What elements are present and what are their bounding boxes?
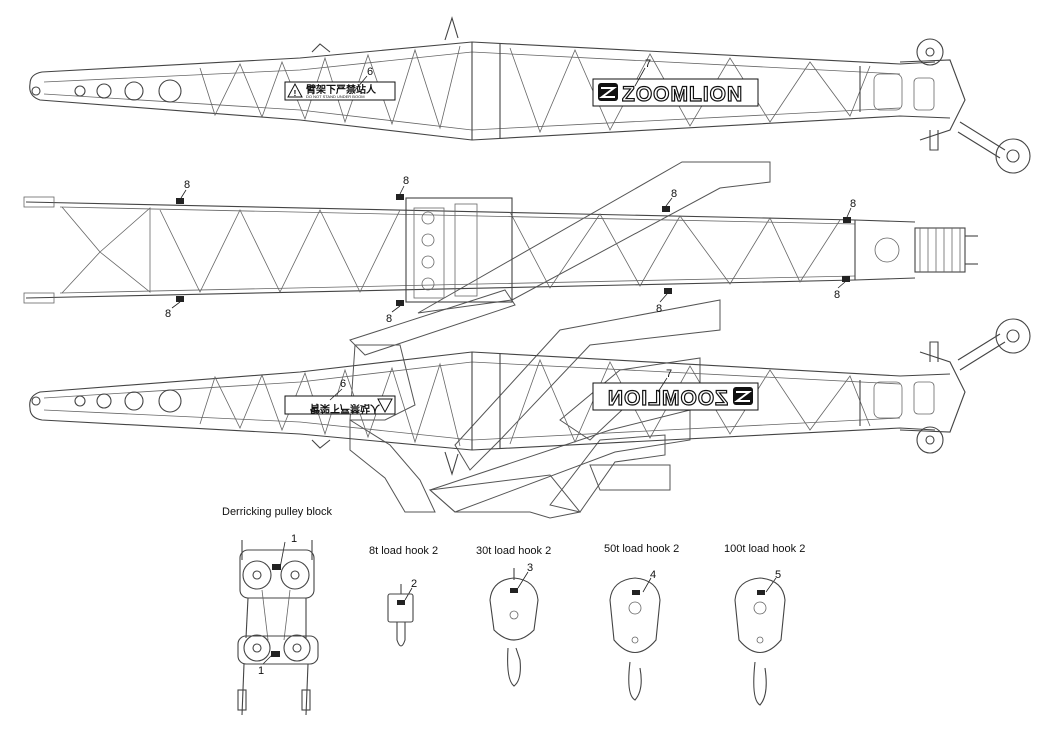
decal-markers-8 xyxy=(176,194,851,306)
caption-hook-8t: 8t load hook 2 xyxy=(369,545,438,557)
warning-subtext: DO NOT STAND UNDER BOOM xyxy=(306,94,365,99)
caption-pulley-block: Derricking pulley block xyxy=(222,506,333,518)
callout-2: 2 xyxy=(411,578,417,590)
hook-30t xyxy=(489,568,539,687)
zoomlion-logo-icon-bottom xyxy=(733,387,753,405)
captions: Derricking pulley block 8t load hook 2 3… xyxy=(222,506,805,557)
callout-1-top: 1 xyxy=(291,533,297,545)
hook-100t xyxy=(734,577,786,706)
caption-hook-100t: 100t load hook 2 xyxy=(724,543,805,555)
callout-1-bottom: 1 xyxy=(258,665,264,677)
callout-5: 5 xyxy=(775,569,781,581)
callout-6-bottom: 6 xyxy=(340,378,346,390)
caption-hook-30t: 30t load hook 2 xyxy=(476,545,551,557)
callout-7-top: 7 xyxy=(645,58,651,70)
brand-decal-bottom: ZOOMLION xyxy=(592,382,759,411)
callout-8: 8 xyxy=(165,308,171,320)
caption-hook-50t: 50t load hook 2 xyxy=(604,543,679,555)
warning-decal-bottom: 臂架下严禁站人 xyxy=(284,395,396,415)
boom-side-view-top xyxy=(29,16,1031,174)
zoomlion-logo-icon xyxy=(598,83,618,101)
brand-text-mirrored: ZOOMLION xyxy=(607,387,728,410)
warning-decal-top: ! 臂架下严禁站人 DO NOT STAND UNDER BOOM xyxy=(284,81,396,101)
warning-text: 臂架下严禁站人 xyxy=(306,83,377,96)
brand-text: ZOOMLION xyxy=(622,83,743,106)
callout-7-bottom: 7 xyxy=(666,368,672,380)
callout-4: 4 xyxy=(650,569,656,581)
warning-triangle-icon xyxy=(287,82,303,98)
callout-numbers: 6 7 8 8 8 8 8 8 8 8 6 7 1 1 2 3 4 5 xyxy=(165,58,856,677)
callout-8: 8 xyxy=(834,289,840,301)
callout-8: 8 xyxy=(671,188,677,200)
svg-text:!: ! xyxy=(294,89,297,98)
callout-3: 3 xyxy=(527,562,533,574)
warning-text-mirrored: 臂架下严禁站人 xyxy=(310,402,381,415)
hook-50t xyxy=(609,577,661,701)
callout-6-top: 6 xyxy=(367,66,373,78)
hook-8t xyxy=(387,584,414,647)
leader-lines xyxy=(171,67,852,665)
callout-8: 8 xyxy=(386,313,392,325)
warning-triangle-icon-bottom xyxy=(377,398,393,414)
zoomlion-watermark xyxy=(349,161,771,519)
callout-8: 8 xyxy=(656,303,662,315)
callout-8: 8 xyxy=(184,179,190,191)
boom-side-view-bottom xyxy=(29,318,1031,476)
brand-decal-top: ZOOMLION xyxy=(592,78,759,107)
callout-8: 8 xyxy=(850,198,856,210)
callout-8: 8 xyxy=(403,175,409,187)
boom-plan-view xyxy=(23,196,978,304)
derricking-pulley-block xyxy=(237,540,319,716)
